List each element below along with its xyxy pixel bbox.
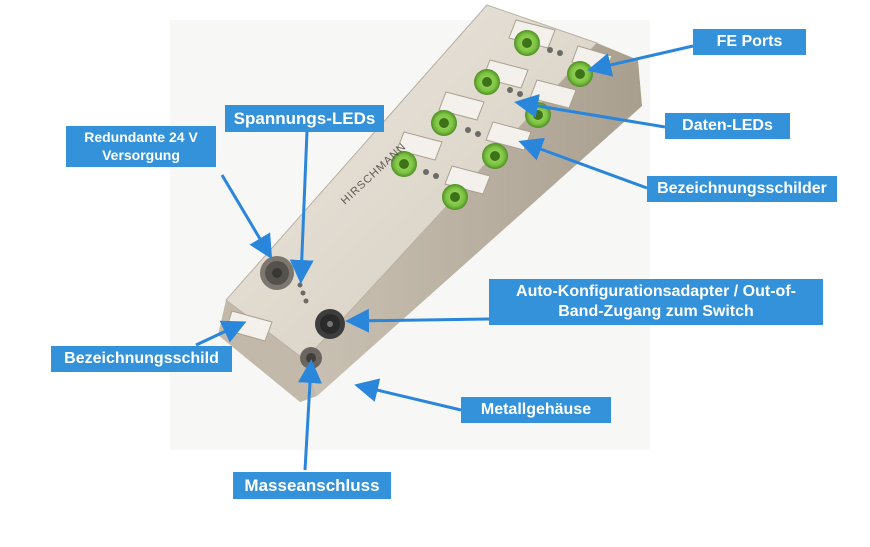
arrow-metallgehaeuse <box>354 378 462 412</box>
data-led <box>423 169 429 175</box>
callout-auto-konfig-line2: Band-Zugang zum Switch <box>558 303 754 320</box>
callout-redundante-line2: Versorgung <box>102 146 180 163</box>
callout-redundante-line1: Redundante 24 V <box>84 129 198 145</box>
fe-port <box>391 151 417 177</box>
fe-port <box>474 69 500 95</box>
label-plates <box>225 19 613 342</box>
data-leds <box>423 47 563 179</box>
arrow-spannungs-leds <box>289 130 314 284</box>
label-plate <box>396 131 443 161</box>
label-plate <box>529 79 577 109</box>
power-led <box>303 298 309 304</box>
callout-spannungs-leds-text: Spannungs-LEDs <box>233 109 376 128</box>
callout-daten-leds-text: Daten-LEDs <box>682 117 773 134</box>
callout-spannungs-leds: Spannungs-LEDs <box>225 105 384 133</box>
arrow-redundante <box>220 174 273 260</box>
callout-bezeichnungsschilder-text: Bezeichnungsschilder <box>657 180 827 197</box>
label-plate <box>444 165 491 195</box>
data-led <box>433 173 439 179</box>
fe-port <box>431 110 457 136</box>
callout-masseanschluss-text: Masseanschluss <box>244 476 380 495</box>
callout-arrows <box>195 44 694 471</box>
data-led <box>507 87 513 93</box>
power-led <box>297 282 303 288</box>
callout-bezeichnungsschild-text: Bezeichnungsschild <box>64 350 219 367</box>
data-led <box>557 50 563 56</box>
label-plate <box>438 91 485 121</box>
fe-port <box>567 61 593 87</box>
callout-auto-konfig-line1: Auto-Konfigurationsadapter / Out-of- <box>516 283 796 300</box>
fe-port <box>442 184 468 210</box>
housing-right-side <box>305 43 642 396</box>
data-led <box>517 91 523 97</box>
arrow-bezeichnungsschild <box>195 320 247 347</box>
arrow-fe-ports <box>587 44 694 77</box>
data-led <box>547 47 553 53</box>
callout-metallgehaeuse: Metallgehäuse <box>461 397 611 423</box>
arrow-daten-leds <box>514 94 666 129</box>
callout-daten-leds: Daten-LEDs <box>665 113 790 139</box>
power-connector <box>260 256 294 290</box>
config-port <box>315 309 345 339</box>
callout-redundante: Redundante 24 V Versorgung <box>66 126 216 167</box>
fe-port <box>514 30 540 56</box>
callout-fe-ports: FE Ports <box>693 29 806 55</box>
callout-masseanschluss: Masseanschluss <box>233 472 391 500</box>
arrow-bezeichnungsschilder <box>518 137 648 190</box>
callout-fe-ports-text: FE Ports <box>716 33 783 50</box>
power-led <box>300 290 306 296</box>
callout-auto-konfig: Auto-Konfigurationsadapter / Out-of- Ban… <box>489 279 823 325</box>
callout-bezeichnungsschild: Bezeichnungsschild <box>51 346 232 372</box>
arrow-masseanschluss <box>297 359 322 471</box>
callout-bezeichnungsschilder: Bezeichnungsschilder <box>647 176 837 202</box>
data-led <box>465 127 471 133</box>
fe-port <box>482 143 508 169</box>
arrow-auto-konfig <box>345 308 490 333</box>
data-led <box>475 131 481 137</box>
callout-metallgehaeuse-text: Metallgehäuse <box>480 401 592 418</box>
